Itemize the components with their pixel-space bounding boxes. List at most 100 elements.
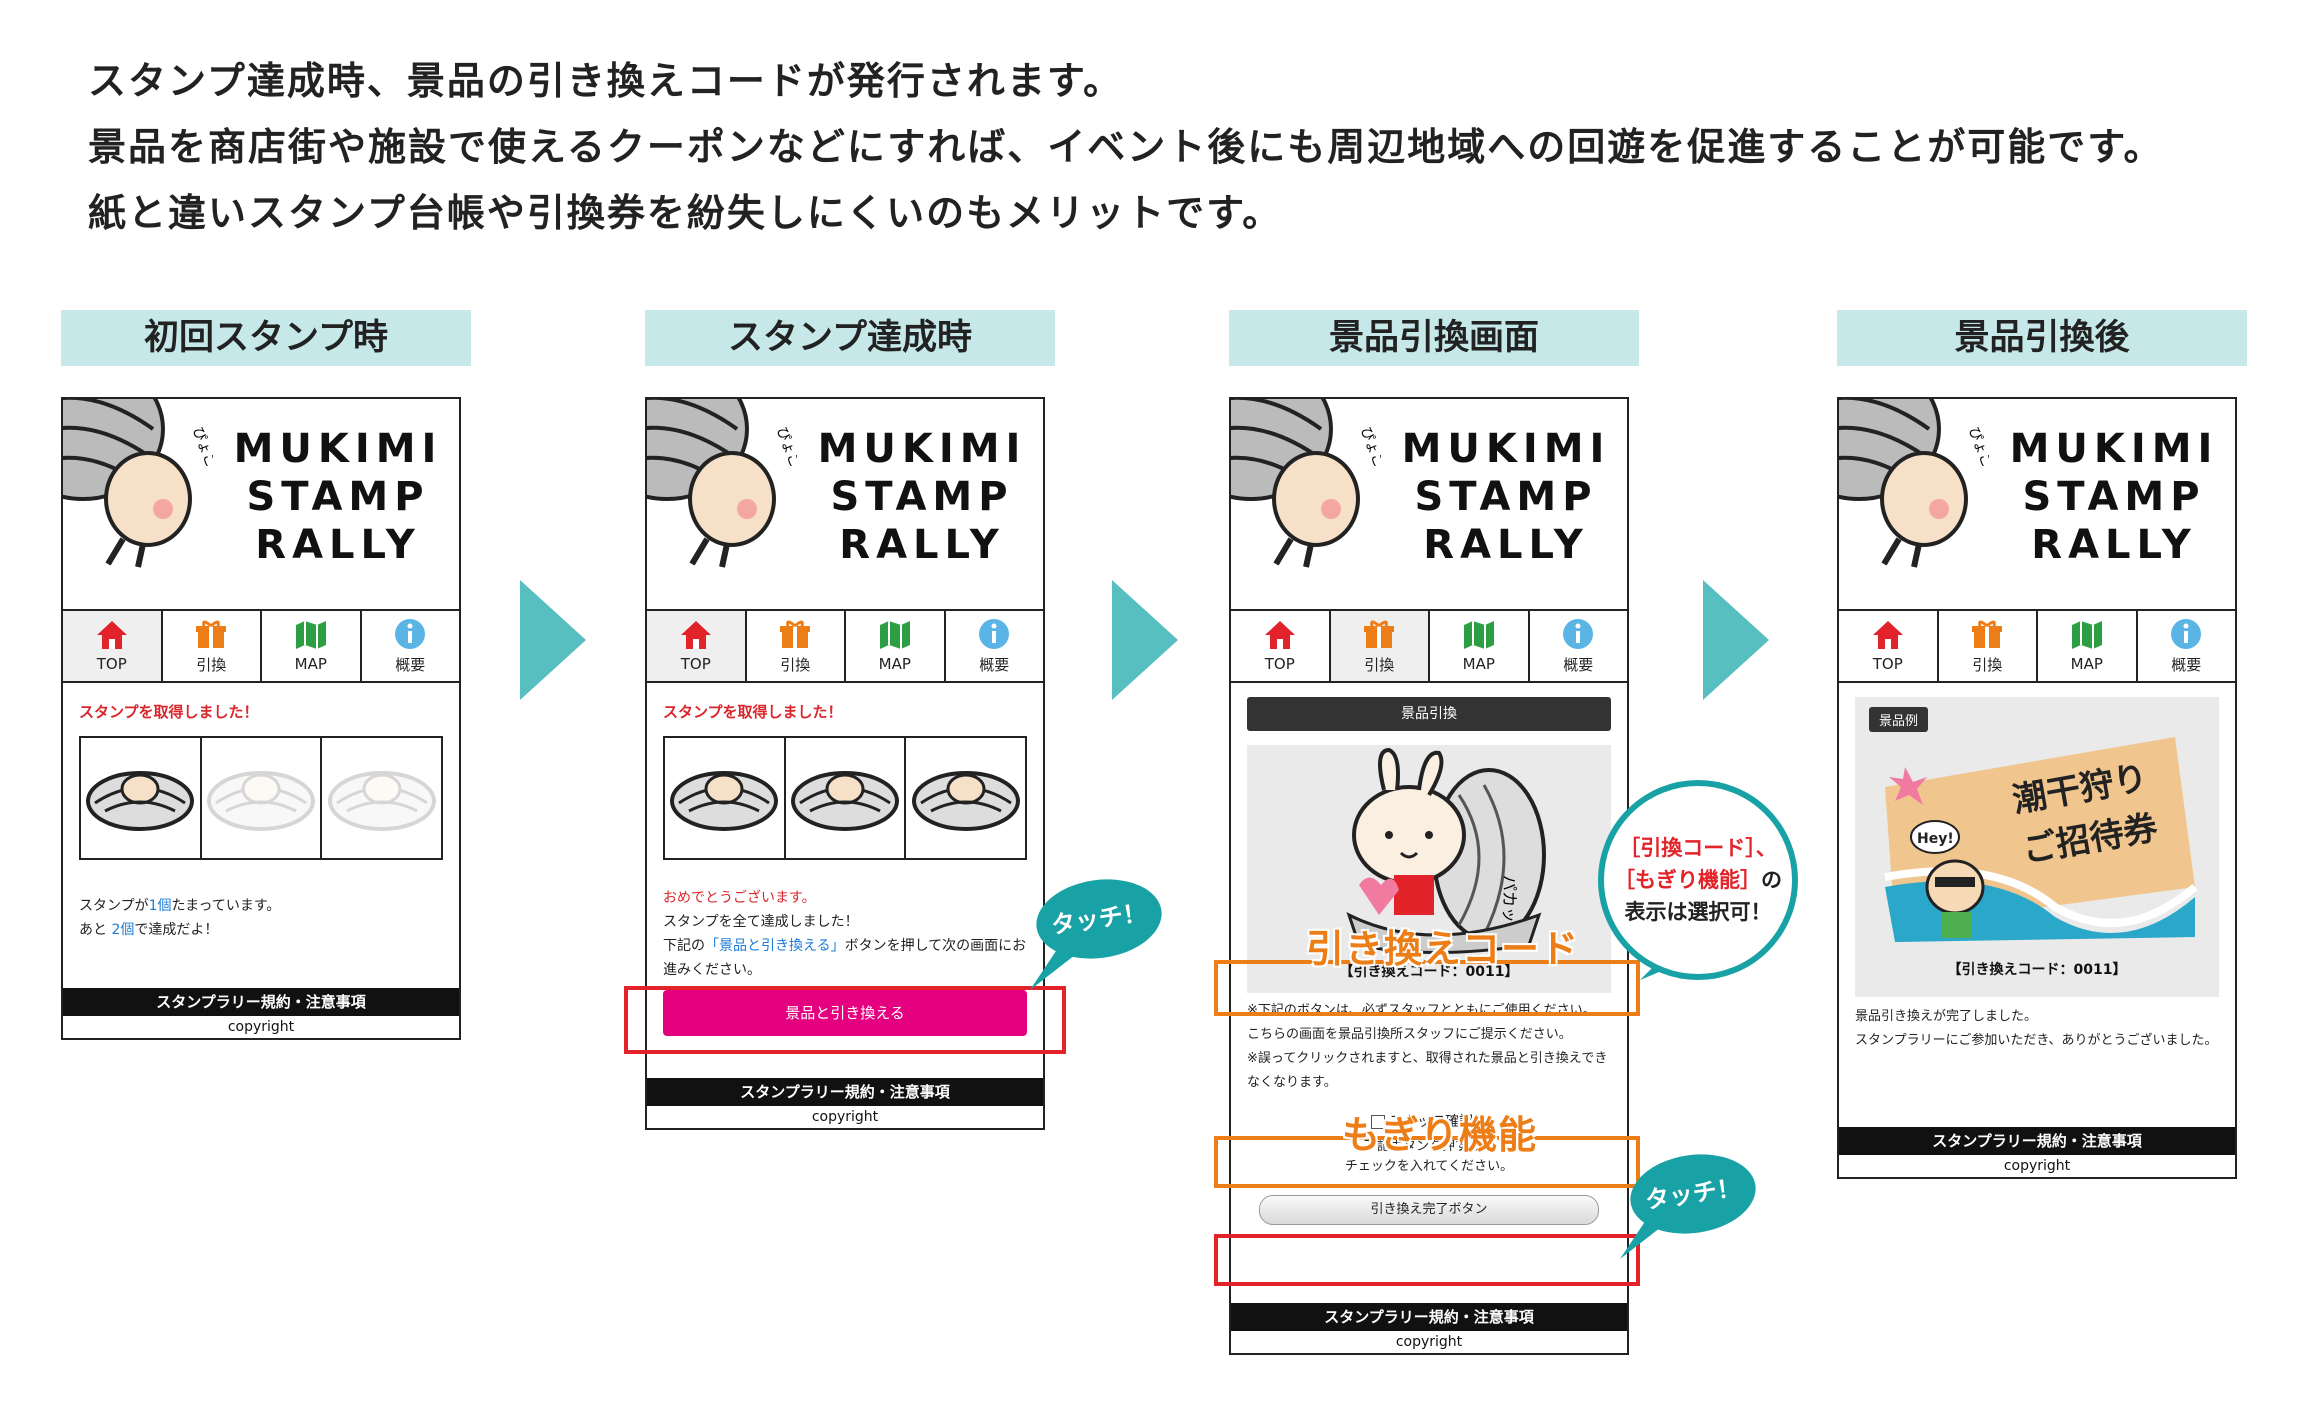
nav-top[interactable]: TOP <box>63 611 163 681</box>
flow-arrow-2 <box>1112 580 1178 700</box>
app-nav: TOP 引換 MAP 概要 <box>1231 611 1627 683</box>
mogiri-label: もぎり機能 <box>1342 1113 1538 1157</box>
copyright: copyright <box>227 1019 295 1035</box>
nav-top[interactable]: TOP <box>1839 611 1939 681</box>
app-nav: TOP 引換 MAP 概要 <box>63 611 459 683</box>
nav-about[interactable]: 概要 <box>2138 611 2236 681</box>
exchange-prize-button[interactable]: 景品と引き換える <box>663 990 1027 1036</box>
screen-content: スタンプを取得しました！ スタンプが1個たまっています。 あと 2個で達成だよ！ <box>63 683 459 988</box>
nav-map[interactable]: MAP <box>2038 611 2138 681</box>
nav-map[interactable]: MAP <box>846 611 946 681</box>
app-header: ぴょこ MUKIMI STAMP RALLY <box>63 399 459 611</box>
nav-about[interactable]: 概要 <box>1530 611 1628 681</box>
mascot-illustration: ぴょこ <box>63 399 213 568</box>
intro-line-3: 紙と違いスタンプ台帳や引換券を紛失しにくいのもメリットです。 <box>88 191 1283 235</box>
button-highlight-box <box>624 986 1066 1054</box>
phone-screen-first-stamp: ぴょこ MUKIMI STAMP RALLY TOP 引換 MAP 概要 スタン… <box>61 397 461 1040</box>
phone-screen-after-exchange: ぴょこ MUKIMI STAMP RALLY TOP 引換 MAP 概要 景品例 <box>1837 397 2237 1179</box>
info-icon <box>979 618 1010 649</box>
exchange-code: 【引き換えコード：0011】 <box>1947 962 2127 978</box>
terms-link[interactable]: スタンプラリー規約・注意事項 <box>63 988 459 1016</box>
step-header-after-exchange: 景品引換後 <box>1837 310 2247 366</box>
gift-icon <box>1972 620 2003 648</box>
nav-exchange[interactable]: 引換 <box>163 611 262 681</box>
touch-callout-tail <box>1030 945 1075 990</box>
terms-link[interactable]: スタンプラリー規約・注意事項 <box>647 1078 1043 1106</box>
terms-link[interactable]: スタンプラリー規約・注意事項 <box>1839 1127 2235 1155</box>
stamp-status: スタンプを取得しました！ <box>663 703 843 721</box>
exchange-title-bar: 景品引換 <box>1247 697 1611 731</box>
info-icon <box>395 618 426 649</box>
flow-arrow-1 <box>520 580 586 700</box>
staff-checkbox[interactable] <box>1371 1115 1385 1129</box>
gift-icon <box>196 620 227 648</box>
nav-exchange[interactable]: 引換 <box>1330 611 1430 681</box>
mogiri-highlight <box>1214 1136 1640 1188</box>
nav-top[interactable]: TOP <box>647 611 747 681</box>
gift-icon <box>780 620 811 648</box>
phone-screen-stamp-complete: ぴょこ MUKIMI STAMP RALLY TOP 引換 MAP 概要 スタン… <box>645 397 1045 1130</box>
exchange-code-label: 引き換えコード <box>1306 927 1580 971</box>
exchange-complete-message: 景品引き換えが完了しました。 スタンプラリーにご参加いただき、ありがとうございま… <box>1855 1009 2218 1048</box>
home-icon <box>96 621 127 649</box>
flow-arrow-3 <box>1703 580 1769 700</box>
stamp-slot-1 <box>665 738 786 858</box>
check-hint: 下記ボタンを押す際に チェックを入れてください。 <box>1344 1139 1514 1174</box>
screen-content: スタンプを取得しました！ おめでとうございます。 スタンプを全て達成しました！ … <box>647 683 1043 1078</box>
clam-stamp-icon <box>207 771 315 831</box>
app-logo: MUKIMI STAMP RALLY <box>1401 426 1611 568</box>
prize-image-box: パカッ 【引き換えコード：0011】 <box>1247 745 1611 993</box>
mascot-illustration: ぴょこ <box>1839 399 1989 568</box>
info-icon <box>1563 618 1594 649</box>
home-icon <box>1264 621 1295 649</box>
screen-content: 景品引換 パカッ 【引き換えコード：0011】 ※下記のボタンは、必ずスタッフと… <box>1231 683 1627 1303</box>
touch-callout-tail <box>1620 1214 1665 1259</box>
mascot-clam-illustration: パカッ <box>1346 747 1546 954</box>
svg-text:ぴょこ: ぴょこ <box>1965 425 1989 470</box>
map-icon <box>1463 621 1494 649</box>
mascot-illustration: ぴょこ <box>647 399 797 568</box>
prize-example-badge: 景品例 <box>1869 707 1929 732</box>
copyright: copyright <box>2003 1158 2071 1174</box>
exchange-complete-button[interactable]: 引き換え完了ボタン <box>1259 1195 1599 1225</box>
exchange-code: 【引き換えコード：0011】 <box>1339 964 1519 980</box>
stamp-slot-2 <box>786 738 907 858</box>
complete-message: おめでとうございます。 スタンプを全て達成しました！ 下記の「景品と引き換える」… <box>663 890 1027 978</box>
home-icon <box>680 621 711 649</box>
staff-checkbox-label: スタッフ確認用 <box>1389 1114 1487 1130</box>
clam-stamp-icon <box>327 771 436 831</box>
step-header-prize-exchange: 景品引換画面 <box>1229 310 1639 366</box>
step-header-stamp-complete: スタンプ達成時 <box>645 310 1055 366</box>
clam-stamp-icon <box>670 771 779 831</box>
stamp-slot-3 <box>906 738 1025 858</box>
nav-about[interactable]: 概要 <box>362 611 460 681</box>
clam-stamp-icon <box>791 771 899 831</box>
app-header: ぴょこ MUKIMI STAMP RALLY <box>647 399 1043 611</box>
staff-check-row: スタッフ確認用 <box>1247 1105 1611 1137</box>
complete-button-highlight <box>1214 1234 1640 1286</box>
nav-top[interactable]: TOP <box>1231 611 1331 681</box>
svg-text:パカッ: パカッ <box>1500 875 1519 923</box>
display-selectable-callout: ［引換コード］、 ［もぎり機能］の 表示は選択可！ <box>1598 780 1798 980</box>
nav-map[interactable]: MAP <box>262 611 362 681</box>
info-icon <box>2171 618 2202 649</box>
exchange-code-highlight <box>1214 960 1640 1016</box>
screen-content: 景品例 潮干狩り ご招待券 Hey! 【引き換えコード：0011】 景品引き換え… <box>1839 683 2235 1127</box>
app-nav: TOP 引換 MAP 概要 <box>647 611 1043 683</box>
phone-screen-prize-exchange: ぴょこ MUKIMI STAMP RALLY TOP 引換 MAP 概要 景品引… <box>1229 397 1629 1355</box>
map-icon <box>2071 621 2102 649</box>
stamp-slot-2 <box>202 738 323 858</box>
stamp-count-text: スタンプが1個たまっています。 あと 2個で達成だよ！ <box>79 898 281 938</box>
nav-map[interactable]: MAP <box>1430 611 1530 681</box>
app-nav: TOP 引換 MAP 概要 <box>1839 611 2235 683</box>
stamp-grid <box>79 736 443 860</box>
copyright: copyright <box>811 1109 879 1125</box>
map-icon <box>295 621 326 649</box>
stamp-status: スタンプを取得しました！ <box>79 703 259 721</box>
nav-exchange[interactable]: 引換 <box>747 611 846 681</box>
app-logo: MUKIMI STAMP RALLY <box>817 426 1027 568</box>
terms-link[interactable]: スタンプラリー規約・注意事項 <box>1231 1303 1627 1331</box>
nav-exchange[interactable]: 引換 <box>1939 611 2038 681</box>
nav-about[interactable]: 概要 <box>946 611 1044 681</box>
copyright: copyright <box>1395 1334 1463 1350</box>
